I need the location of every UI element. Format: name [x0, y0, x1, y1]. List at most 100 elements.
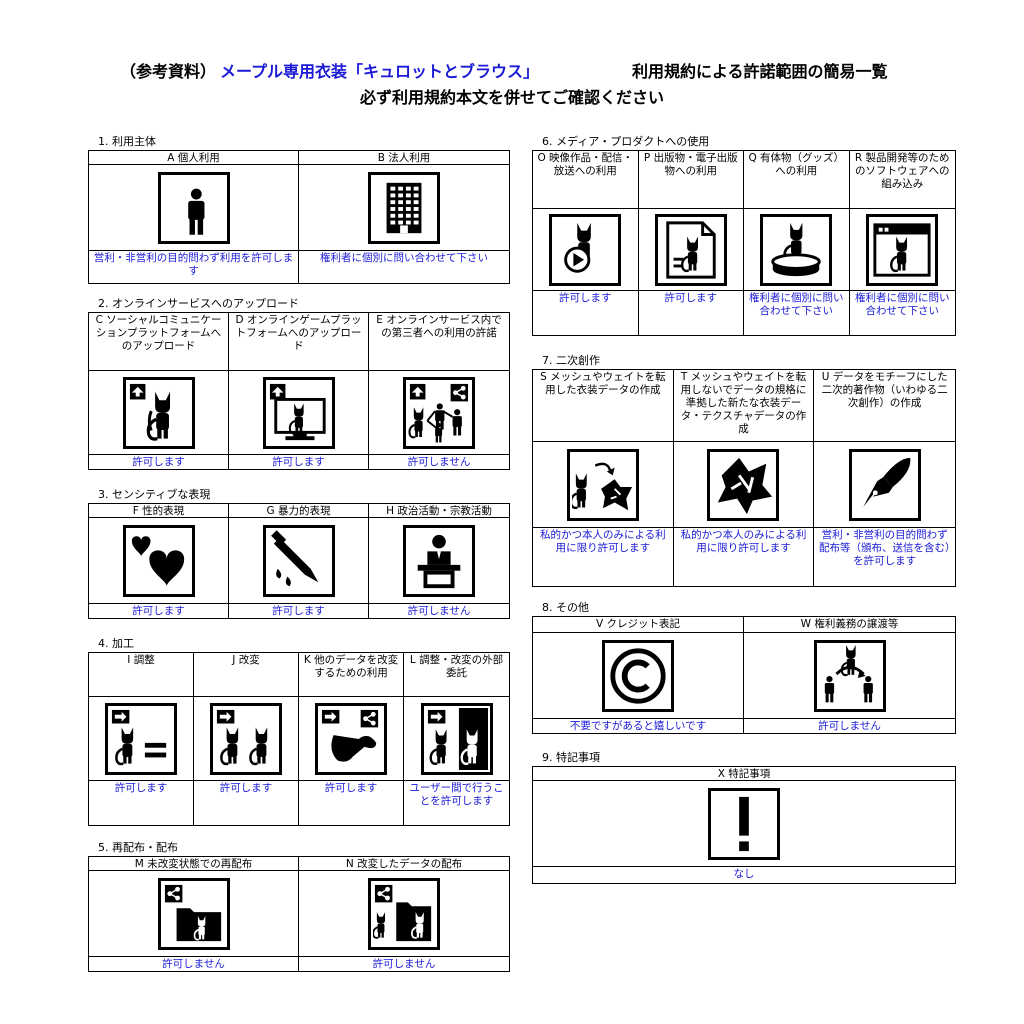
permission-result: 許可しません: [407, 605, 471, 617]
permission-label: C ソーシャルコミュニケーションプラットフォームへのアップロード: [89, 313, 228, 371]
permission-result: 許可します: [272, 605, 325, 617]
permission-result: 権利者に個別に問い合わせて下さい: [749, 292, 844, 317]
upload-avatar-icon: [122, 376, 195, 449]
permission-result: 許可します: [272, 456, 325, 468]
permission-item: V クレジット表記不要ですがあると嬉しいです: [533, 617, 744, 733]
permission-label: A 個人利用: [89, 151, 298, 165]
permission-icon-frame: [89, 165, 298, 251]
permission-label: Q 有体物（グッズ）への利用: [744, 151, 849, 209]
permission-item: F 性的表現許可します: [89, 504, 229, 618]
podium-icon: [403, 524, 475, 597]
permission-label: U データをモチーフにした二次的著作物（いわゆる二次創作）の作成: [814, 370, 955, 442]
header-title: メープル専用衣装「キュロットとブラウス」: [220, 62, 540, 81]
permission-icon-frame: [404, 697, 509, 781]
section-title: 4. 加工: [98, 637, 134, 650]
permission-table: X 特記事項なし: [532, 766, 956, 884]
permission-item: U データをモチーフにした二次的著作物（いわゆる二次創作）の作成営利・非営利の目…: [814, 370, 955, 586]
permission-icon-frame: [299, 871, 509, 957]
section-title: 6. メディア・プロダクトへの使用: [542, 135, 710, 148]
mesh-transfer-icon: [566, 448, 639, 521]
permission-label: G 暴力的表現: [229, 504, 368, 518]
section-title: 9. 特記事項: [542, 751, 600, 764]
permission-item: K 他のデータを改変するための利用許可します: [299, 653, 404, 825]
permission-label: N 改変したデータの配布: [299, 857, 509, 871]
permission-icon-frame: [849, 209, 955, 291]
permission-icon-frame: [533, 442, 673, 528]
permission-icon-frame: [369, 518, 509, 604]
permission-label: T メッシュやウェイトを転用しないでデータの規格に準拠した新たな衣装データ・テク…: [673, 370, 814, 442]
permission-table: S メッシュやウェイトを転用した衣装データの作成 私的かつ本人のみによる利用に限…: [532, 369, 956, 587]
permission-icon-frame: [299, 697, 403, 781]
permission-label: W 権利義務の譲渡等: [744, 617, 955, 633]
header-prefix: （参考資料）: [120, 62, 217, 81]
permission-result: 許可しません: [372, 958, 436, 970]
section-title: 7. 二次創作: [542, 354, 600, 367]
permission-item: R 製品開発等のためのソフトウェアへの組み込み 権利者に個別に問い合わせて下さい: [849, 151, 955, 335]
permission-item: E オンラインサービス内での第三者への利用の許諾 許可しません: [369, 313, 509, 469]
permission-icon-frame: [229, 518, 368, 604]
software-icon: [866, 213, 939, 286]
permission-result: 許可します: [219, 782, 273, 794]
permission-icon-frame: [533, 209, 638, 291]
permission-icon-frame: [194, 697, 298, 781]
permission-result: 許可します: [132, 605, 185, 617]
permission-icon-frame: [814, 442, 955, 528]
permission-result: 許可しません: [162, 958, 225, 970]
header-notice: 必ず利用規約本文を併せてご確認ください: [359, 88, 664, 107]
permission-item: D オンラインゲームプラットフォームへのアップロード 許可します: [229, 313, 369, 469]
new-costume-icon: [707, 448, 780, 521]
permission-icon-frame: [533, 781, 955, 867]
permission-item: S メッシュやウェイトを転用した衣装データの作成 私的かつ本人のみによる利用に限…: [533, 370, 674, 586]
permission-item: N 改変したデータの配布 許可しません: [299, 857, 509, 971]
permission-icon-frame: [229, 371, 368, 455]
permission-icon-frame: [299, 165, 509, 251]
permission-result: 営利・非営利の目的問わず配布等（頒布、送信を含む）を許可します: [819, 529, 951, 567]
header-subtitle: 利用規約による許諾範囲の簡易一覧: [632, 62, 888, 81]
permission-result: 権利者に個別に問い合わせて下さい: [320, 252, 488, 264]
adjust-icon: [105, 702, 177, 775]
permission-icon-frame: [89, 371, 228, 455]
permission-label: L 調整・改変の外部委託: [404, 653, 509, 697]
permission-item: X 特記事項なし: [533, 767, 955, 883]
permission-item: G 暴力的表現許可します: [229, 504, 369, 618]
section-s7: 7. 二次創作 S メッシュやウェイトを転用した衣装データの作成 私的かつ本人のみ…: [532, 353, 956, 587]
section-s9: 9. 特記事項 X 特記事項なし: [532, 750, 956, 884]
permission-icon-frame: [89, 871, 298, 957]
transfer-rights-icon: [813, 639, 886, 712]
permission-item: I 調整 許可します: [89, 653, 194, 825]
permission-label: E オンラインサービス内での第三者への利用の許諾: [369, 313, 509, 371]
permission-item: H 政治活動・宗教活動許可しません: [369, 504, 509, 618]
exclamation-icon: [708, 787, 780, 860]
modify-other-icon: [315, 702, 387, 775]
pen-nib-icon: [848, 448, 921, 521]
document-icon: [654, 213, 727, 286]
permission-label: R 製品開発等のためのソフトウェアへの組み込み: [849, 151, 955, 209]
permission-label: D オンラインゲームプラットフォームへのアップロード: [229, 313, 368, 371]
permission-result: ユーザー間で行うことを許可します: [409, 782, 504, 807]
permission-label: J 改変: [194, 653, 298, 697]
share-folder-icon: [157, 877, 230, 950]
permission-result: 許可しません: [407, 456, 471, 468]
permission-icon-frame: [744, 209, 849, 291]
permission-result: 私的かつ本人のみによる利用に限り許可します: [680, 529, 807, 554]
modify-icon: [210, 702, 282, 775]
permission-label: X 特記事項: [533, 767, 955, 781]
permission-item: P 出版物・電子出版物への利用 許可します: [638, 151, 744, 335]
permission-result: 許可します: [132, 456, 185, 468]
permission-result: 許可しません: [818, 720, 881, 732]
permission-result: 許可します: [114, 782, 168, 794]
permission-item: C ソーシャルコミュニケーションプラットフォームへのアップロード 許可します: [89, 313, 229, 469]
permission-label: H 政治活動・宗教活動: [369, 504, 509, 518]
share-users-icon: [403, 376, 475, 449]
